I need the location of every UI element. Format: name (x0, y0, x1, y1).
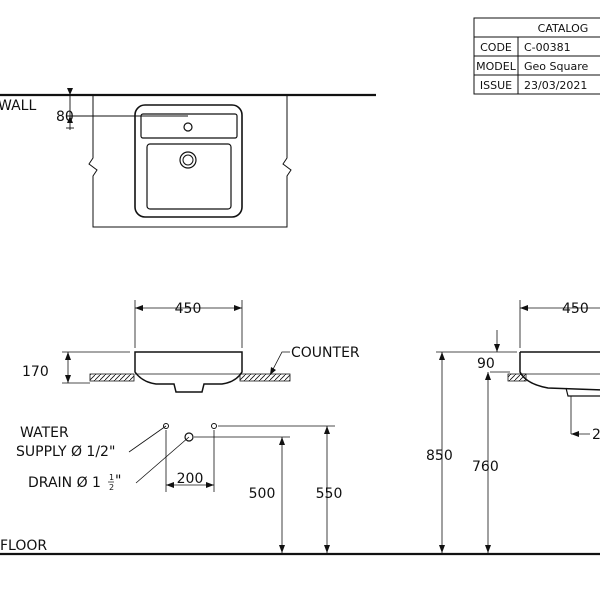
tap-deck (140, 113, 238, 139)
counter-right-hatch (239, 373, 291, 382)
drain-inner-icon (182, 154, 194, 166)
dim-overall-height: 850 (426, 448, 453, 464)
side-view (436, 300, 600, 553)
dim-side-width: 450 (562, 301, 589, 317)
title-block (473, 17, 600, 95)
dim-side-rim: 90 (477, 356, 495, 372)
water-supply-label-1: WATER (20, 425, 69, 441)
dim-drain-height: 500 (249, 486, 276, 502)
wall-label: WALL (0, 98, 36, 114)
drain-outer-icon (179, 151, 197, 169)
drain-fraction-den: 2 (109, 483, 114, 492)
drain-label-suffix: " (115, 473, 121, 489)
drain-fraction-num: 1 (109, 473, 114, 482)
title-block-issue-key: ISSUE (480, 79, 512, 92)
basin-side-profile (519, 351, 600, 391)
dim-wall-gap: 80 (56, 109, 74, 125)
basin-outer (134, 104, 243, 218)
top-view (0, 88, 376, 228)
drain-point-icon (184, 432, 194, 442)
water-supply-label-2: SUPPLY Ø 1/2" (16, 444, 115, 460)
tap-hole-icon (183, 122, 193, 132)
title-block-model-value: Geo Square (524, 60, 588, 73)
drain-label: DRAIN Ø 1 (28, 475, 101, 491)
title-block-code-key: CODE (480, 41, 512, 54)
front-view (62, 300, 291, 393)
counter-label: COUNTER (291, 345, 360, 361)
side-counter-hatch (507, 373, 527, 382)
dim-front-width: 450 (175, 301, 202, 317)
basin-front-profile (134, 351, 243, 393)
title-block-issue-value: 23/03/2021 (524, 79, 587, 92)
title-block-header: CATALOG (538, 22, 589, 35)
counter-left-hatch (89, 373, 135, 382)
dim-side-drain: 2 (592, 427, 600, 443)
dim-drain-offset: 200 (177, 471, 204, 487)
title-block-code-value: C-00381 (524, 41, 571, 54)
dim-supply-height: 550 (316, 486, 343, 502)
drain-label-prefix: DRAIN Ø 1 (28, 475, 101, 491)
basin-bowl (146, 143, 232, 210)
connections (128, 423, 335, 553)
floor-label: FLOOR (0, 538, 47, 554)
supply-point-right-icon (211, 423, 217, 429)
counter-outline-top (88, 95, 292, 228)
supply-point-icon (163, 423, 169, 429)
dim-front-height: 170 (22, 364, 49, 380)
dim-counter-height: 760 (472, 459, 499, 475)
title-block-model-key: MODEL (476, 60, 517, 73)
